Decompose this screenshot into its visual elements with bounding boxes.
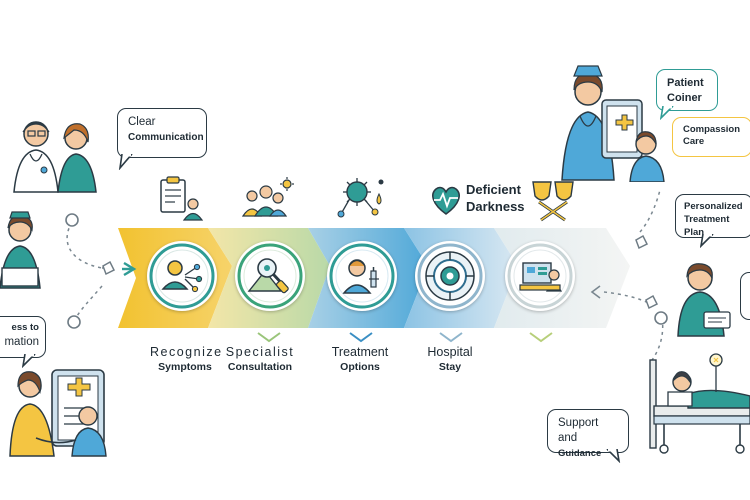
bubble-clear-communication-line1: Clear — [128, 116, 156, 128]
nurse-laptop-illustration — [0, 211, 41, 289]
hospital-bed-patient-illustration — [649, 353, 750, 454]
bubble-tail — [606, 449, 621, 463]
stage-3-subtitle: Options — [340, 361, 380, 373]
stage-4-label: Hospital Stay — [410, 344, 490, 374]
stage-2-circle[interactable] — [235, 241, 305, 311]
bubble-clear-communication: Clear Communication — [117, 108, 207, 158]
stage-5-circle[interactable] — [505, 241, 575, 311]
stage-1-circle[interactable] — [147, 241, 217, 311]
connector-left-top — [66, 221, 103, 269]
chevron-down-icon — [349, 332, 373, 343]
connector-node — [635, 234, 649, 250]
stage-2-title: Specialist — [225, 345, 295, 359]
stage-4-subtitle: Stay — [438, 361, 462, 373]
stage-3-circle[interactable] — [327, 241, 397, 311]
stage-1-subtitle: Symptoms — [158, 361, 212, 373]
stage-1-title: Recognize — [150, 345, 223, 359]
flow-start-arrow-icon — [123, 261, 137, 277]
bubble-patient-coiner-line1: Patient — [667, 77, 704, 89]
bubble-personalized-plan-line2: Treatment Plan — [684, 214, 730, 238]
doctor-patient-illustration — [13, 121, 97, 193]
chevron-down-icon — [257, 332, 281, 343]
bubble-right-clipped — [740, 272, 750, 320]
chevron-down-icon — [529, 332, 553, 343]
hospital-bed-icon — [507, 243, 573, 309]
stage-2-label: Specialist Consultation — [220, 344, 300, 374]
header-caption-line2: Darkness — [466, 199, 525, 214]
bubble-access-information-line1: ess to — [11, 322, 39, 333]
bubble-tail — [118, 154, 133, 170]
bubble-patient-coiner: Patient Coiner — [656, 69, 718, 111]
bubble-tail — [660, 106, 674, 120]
nurse-tablet-illustration — [9, 369, 107, 457]
stage-3-label: Treatment Options — [320, 344, 400, 374]
virus-network-icon — [337, 178, 384, 218]
chevron-left-icon — [590, 285, 601, 299]
stage-1-label: Recognize Symptoms — [150, 344, 223, 374]
target-icon — [417, 243, 483, 309]
chevron-down-icon — [439, 332, 463, 343]
bubble-compassion-care: Compassion Care — [672, 117, 750, 157]
stage-4-title: Hospital — [427, 345, 473, 359]
stage-3-title: Treatment — [331, 345, 389, 359]
bubble-compassion-care-line1: Compassion — [683, 124, 741, 135]
stage-2-subtitle: Consultation — [227, 361, 293, 373]
bubble-access-information-line2: mation — [4, 336, 39, 348]
doctor-tools-icon — [329, 243, 395, 309]
connector-node — [65, 213, 79, 227]
bubble-personalized-plan-line1: Personalized — [684, 201, 743, 212]
connector-node — [654, 311, 668, 325]
bubble-support-guidance-line2: Guidance — [558, 448, 602, 459]
bubble-compassion-care-line2: Care — [683, 136, 705, 147]
connector-left-bottom — [75, 285, 103, 319]
bubble-patient-coiner-line2: Coiner — [667, 92, 702, 104]
trophy-tools-icon — [532, 181, 574, 222]
header-caption: Deficient Darkness — [466, 181, 538, 215]
bubble-access-information: ess to mation — [0, 316, 46, 358]
bubble-personalized-plan: Personalized Treatment Plan — [675, 194, 750, 238]
bubble-support-guidance: Support and Guidance — [547, 409, 629, 459]
person-network-icon — [149, 243, 215, 309]
connector-node — [645, 294, 659, 310]
clipboard-person-icon — [160, 176, 204, 221]
team-gear-icon — [241, 177, 294, 217]
magnifier-sensor-icon — [237, 243, 303, 309]
stage-4-circle[interactable] — [415, 241, 485, 311]
connector-right-top — [639, 189, 661, 233]
bubble-tail — [22, 354, 36, 368]
header-caption-line1: Deficient — [466, 182, 521, 197]
connector-node — [67, 315, 81, 329]
connector-node — [102, 260, 116, 276]
nurse-child-illustration — [561, 65, 665, 182]
bubble-tail — [700, 234, 714, 248]
bubble-support-guidance-line1: Support and — [558, 417, 599, 444]
heart-monitor-icon — [432, 186, 460, 215]
patient-reading-illustration — [677, 263, 731, 337]
bubble-clear-communication-line2: Communication — [128, 132, 204, 143]
